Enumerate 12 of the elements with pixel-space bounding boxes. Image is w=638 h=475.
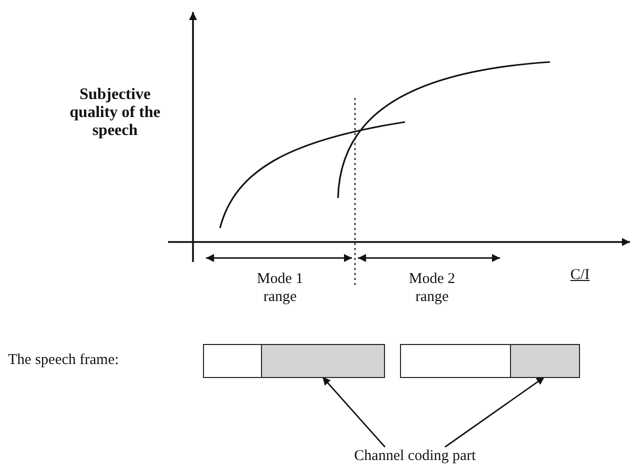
frame-box (203, 344, 385, 378)
leader-line (322, 376, 386, 448)
range-label: Mode 1 range (256, 270, 304, 306)
frame-box (400, 344, 580, 378)
coding-segment (510, 345, 579, 377)
annotation-label: Channel coding part (340, 447, 490, 467)
axis-title: Subjective quality of the speech (68, 86, 162, 140)
leader-line (444, 376, 545, 448)
range-label: Mode 2 range (408, 270, 456, 306)
coding-segment (261, 345, 384, 377)
row-label: The speech frame: (8, 351, 120, 369)
axis-title: C/I (569, 266, 591, 284)
